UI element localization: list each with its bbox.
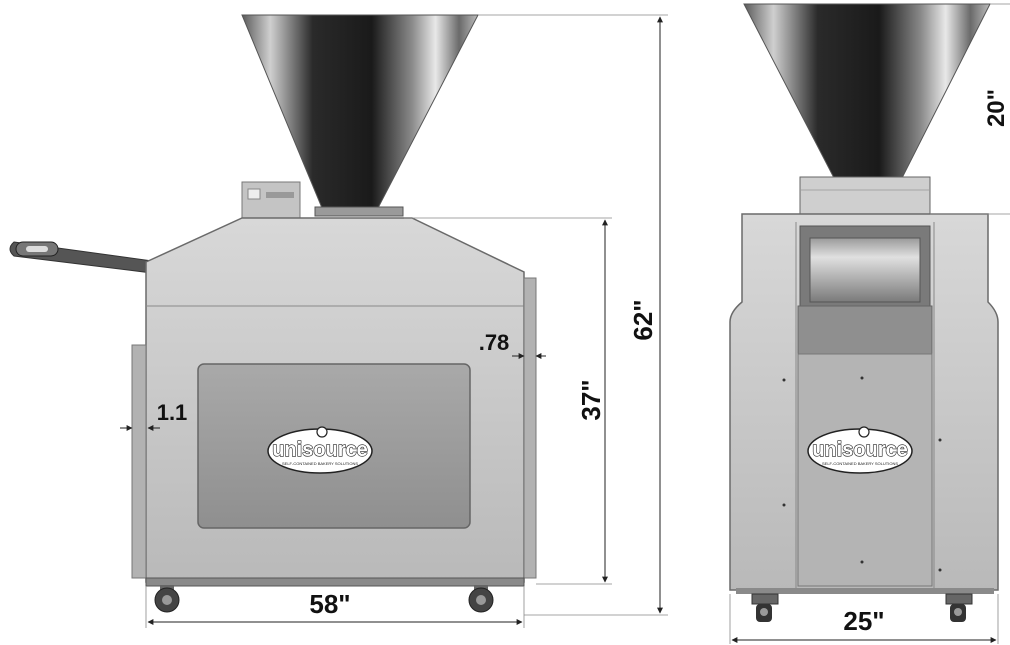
rivet bbox=[938, 438, 942, 442]
rivet bbox=[782, 503, 786, 507]
dim-side-width-label: 58" bbox=[309, 589, 350, 619]
dim-front-width-label: 25" bbox=[843, 606, 884, 636]
dim-hopper-height-label: 20" bbox=[983, 89, 1010, 127]
front-chute-panel bbox=[797, 305, 933, 355]
dim-overall-height: 62" bbox=[478, 14, 668, 616]
side-base-rail bbox=[145, 577, 525, 587]
dim-side-width: 58" bbox=[145, 586, 525, 628]
side-hopper-collar bbox=[314, 206, 404, 217]
front-hopper bbox=[743, 3, 991, 179]
dim-body-height: 37" bbox=[404, 217, 612, 585]
side-logo-text: unisource bbox=[272, 439, 368, 461]
dim-door-inset: .78 bbox=[479, 330, 546, 359]
front-roller bbox=[809, 237, 921, 303]
dim-front-width: 25" bbox=[729, 594, 999, 644]
control-box-label bbox=[266, 192, 294, 198]
dim-body-height-label: 37" bbox=[576, 379, 606, 420]
dim-left-offset-label: 1.1 bbox=[157, 400, 188, 425]
dim-hopper-height: 20" bbox=[930, 3, 1010, 215]
side-hopper bbox=[241, 14, 479, 209]
side-control-box bbox=[241, 181, 301, 221]
dim-left-offset: 1.1 bbox=[120, 400, 188, 431]
rivet bbox=[860, 560, 864, 564]
control-box-switch bbox=[247, 188, 261, 200]
side-right-strip bbox=[523, 277, 537, 579]
front-logo-tagline: SELF-CONTAINED BAKERY SOLUTIONS bbox=[822, 461, 898, 466]
rivet bbox=[938, 568, 942, 572]
side-view: unisource SELF-CONTAINED BAKERY SOLUTION… bbox=[9, 14, 668, 628]
side-left-strip bbox=[131, 344, 147, 579]
front-caster-left bbox=[751, 593, 779, 622]
side-caster-left bbox=[154, 585, 180, 613]
side-caster-right bbox=[468, 585, 494, 613]
rivet bbox=[782, 378, 786, 382]
front-logo-text: unisource bbox=[812, 439, 908, 461]
side-brand-logo: unisource SELF-CONTAINED BAKERY SOLUTION… bbox=[267, 426, 373, 474]
front-view: unisource SELF-CONTAINED BAKERY SOLUTION… bbox=[729, 3, 1010, 644]
front-base bbox=[736, 588, 994, 594]
dim-door-inset-label: .78 bbox=[479, 330, 510, 355]
side-handle-slot bbox=[26, 246, 48, 252]
front-caster-right bbox=[945, 593, 973, 622]
side-logo-tagline: SELF-CONTAINED BAKERY SOLUTIONS bbox=[282, 461, 358, 466]
rivet bbox=[860, 376, 864, 380]
front-brand-logo: unisource SELF-CONTAINED BAKERY SOLUTION… bbox=[807, 426, 913, 474]
dim-overall-height-label: 62" bbox=[628, 299, 658, 340]
